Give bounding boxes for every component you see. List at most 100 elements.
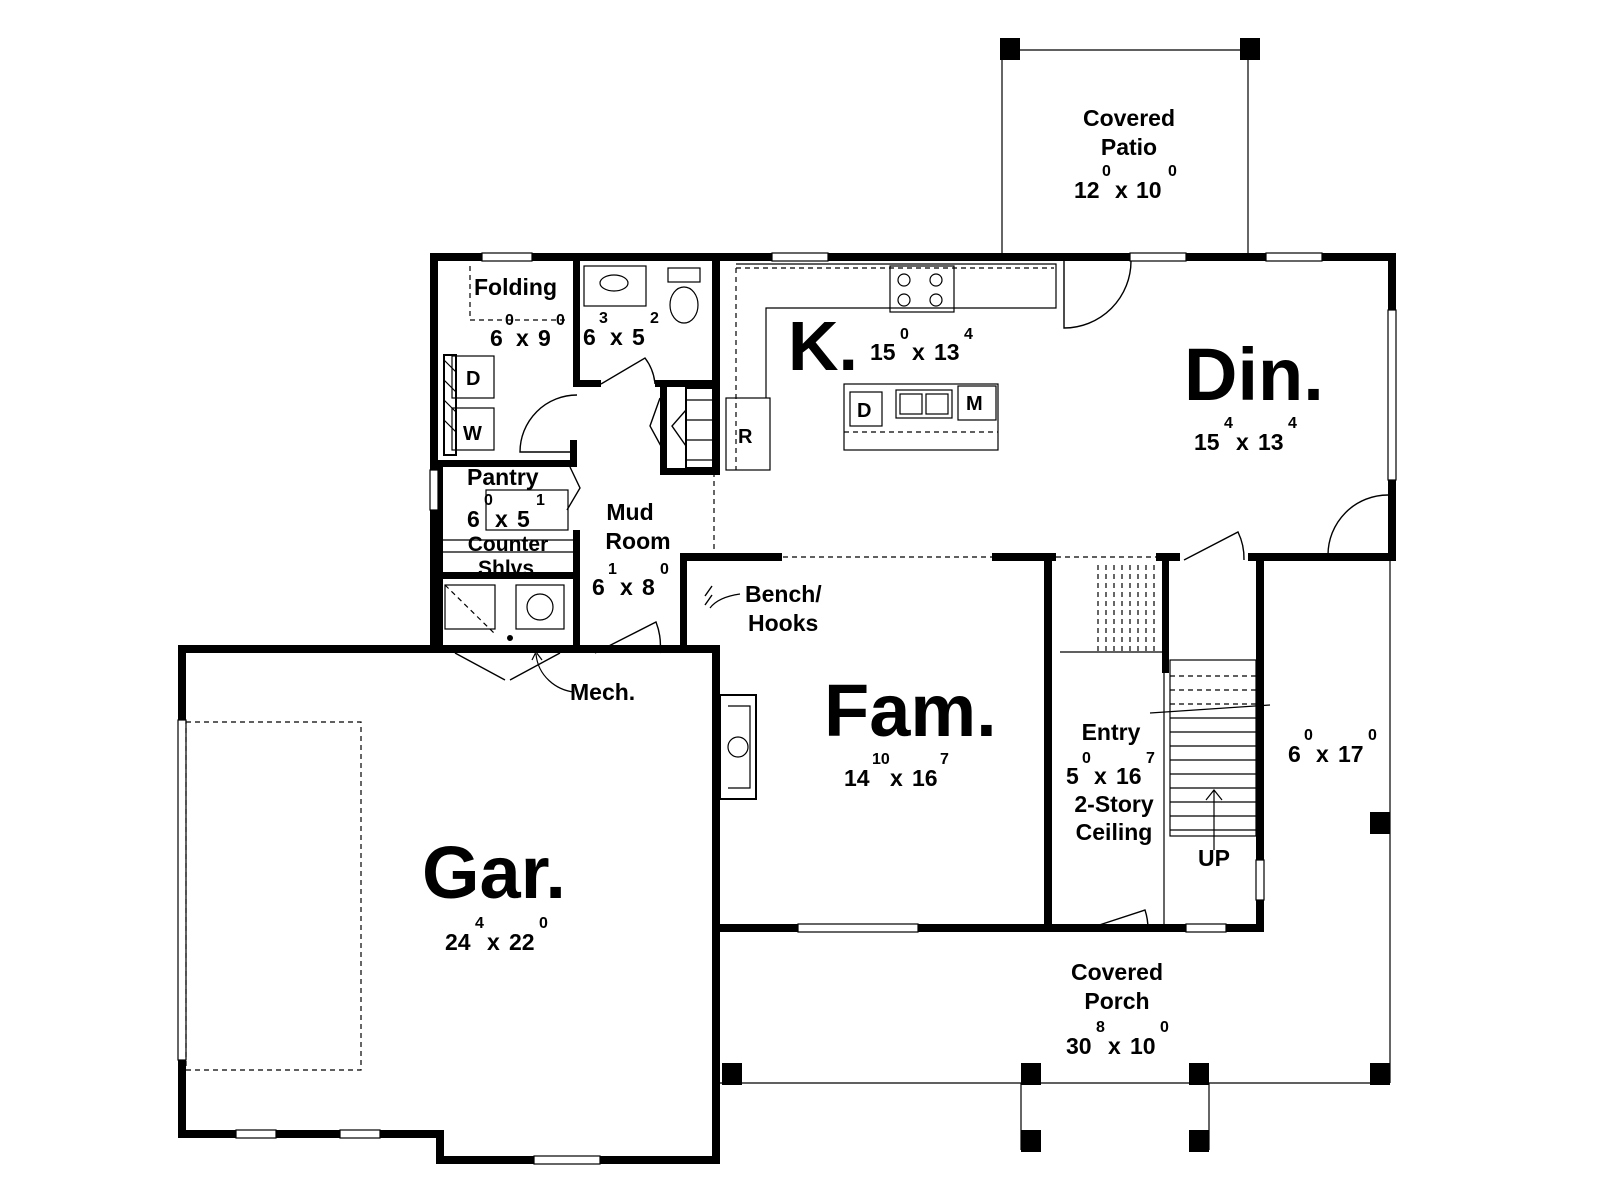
folding-dimension: 0: [556, 312, 565, 329]
dining-dimension: 4: [1224, 415, 1233, 432]
mud-room-dimension: 1: [608, 561, 617, 578]
patio-post: [1000, 38, 1020, 60]
garage-dimension: 4: [475, 915, 484, 932]
dining-dimension: 13: [1258, 429, 1284, 455]
range: [889, 265, 955, 313]
microwave-label: M: [966, 393, 983, 415]
dryer-label: D: [466, 368, 480, 390]
kitchen-fixtures: [725, 263, 1057, 471]
stairs: [1060, 565, 1271, 924]
dishwasher-label: D: [857, 400, 871, 422]
entry-dimension: 7: [1146, 750, 1155, 767]
porch-name: Covered: [1071, 959, 1163, 985]
dishwasher: [849, 391, 883, 427]
bench-hooks-label: Hooks: [748, 610, 818, 636]
pantry-dimension: 1: [536, 492, 545, 509]
mud-room-dimension: x: [620, 574, 633, 600]
mud-room-dimension: 6: [592, 574, 605, 600]
bath-dimension: 2: [650, 310, 659, 327]
patio-dimension: 12: [1074, 177, 1100, 203]
entry-ceiling-note: 2-Story: [1074, 791, 1153, 817]
patio-post: [1240, 38, 1260, 60]
kitchen-dimension: 4: [964, 326, 973, 343]
doors: [454, 260, 1389, 931]
pantry-dimension: 6: [467, 506, 480, 532]
counter-shelves-label: Shlvs: [478, 557, 534, 580]
porch-structure: [720, 561, 1391, 1152]
garage-name: Gar.: [422, 831, 566, 914]
mech-fixtures: [444, 584, 565, 641]
sink: [895, 389, 953, 419]
entry-name: Entry: [1082, 719, 1141, 745]
washer-label: W: [463, 423, 482, 445]
stairs-up-label: UP: [1198, 845, 1230, 871]
bath-dimension: x: [610, 324, 623, 350]
kitchen-dimension: 0: [900, 326, 909, 343]
entry-dimension: x: [1094, 763, 1107, 789]
porch-post: [1189, 1130, 1209, 1152]
mud-room-dimension: 8: [642, 574, 655, 600]
porch-post: [1021, 1063, 1041, 1085]
folding-name: Folding: [474, 274, 557, 300]
mech-label: Mech.: [570, 679, 635, 705]
family-dimension: 16: [912, 765, 938, 791]
porch-post: [1370, 1063, 1390, 1085]
folding-dimension: x: [516, 325, 529, 351]
pantry-name: Pantry: [467, 464, 539, 490]
laundry-fixtures: [443, 266, 715, 553]
family-dimension: 10: [872, 751, 890, 768]
kitchen-island: [843, 383, 999, 451]
dining-dimension: 4: [1288, 415, 1297, 432]
patio-dimension: x: [1115, 177, 1128, 203]
porch-dimension: 0: [1160, 1019, 1169, 1036]
entry-dimension: 5: [1066, 763, 1079, 789]
family-name: Fam.: [824, 669, 997, 752]
garage-dimension: x: [487, 929, 500, 955]
garage-dimension: 22: [509, 929, 535, 955]
porch-post: [722, 1063, 742, 1085]
fireplace: [719, 694, 757, 800]
patio-name: Patio: [1101, 134, 1157, 160]
patio-dimension: 0: [1168, 163, 1177, 180]
side-porch-dimension: 17: [1338, 741, 1364, 767]
porch-post: [1370, 812, 1390, 834]
mud-room-dimension: 0: [660, 561, 669, 578]
side-porch-dimension: 6: [1288, 741, 1301, 767]
porch-dimension: x: [1108, 1033, 1121, 1059]
bath-fixtures: [583, 265, 701, 324]
patio-name: Covered: [1083, 105, 1175, 131]
kitchen-dimension: 13: [934, 339, 960, 365]
mud-room-name: Room: [605, 528, 670, 554]
covered-patio-structure: [1000, 38, 1260, 255]
family-dimension: 7: [940, 751, 949, 768]
refrigerator: [725, 397, 771, 471]
bath-dimension: 6: [583, 324, 596, 350]
porch-dimension: 30: [1066, 1033, 1092, 1059]
leader-lines: [531, 593, 741, 693]
folding-dimension: 9: [538, 325, 551, 351]
folding-dimension: 0: [505, 312, 514, 329]
bath-dimension: 3: [599, 310, 608, 327]
dining-dimension: 15: [1194, 429, 1220, 455]
pantry-dimension: x: [495, 506, 508, 532]
side-porch-dimension: 0: [1368, 727, 1377, 744]
kitchen-dimension: 15: [870, 339, 896, 365]
bench-hooks-label: Bench/: [745, 581, 822, 607]
windows: [177, 252, 1397, 1165]
refrigerator-label: R: [738, 426, 753, 448]
dining-dimension: x: [1236, 429, 1249, 455]
porch-dimension: 10: [1130, 1033, 1156, 1059]
bath-dimension: 5: [632, 324, 645, 350]
counter-shelves-label: Counter: [468, 533, 549, 556]
garage-dimension: 24: [445, 929, 471, 955]
dashed-lines: [185, 267, 1156, 1071]
patio-dimension: 0: [1102, 163, 1111, 180]
entry-ceiling-note: Ceiling: [1076, 819, 1153, 845]
porch-dimension: 8: [1096, 1019, 1105, 1036]
folding-dimension: 6: [490, 325, 503, 351]
microwave: [957, 385, 997, 421]
mud-room-name: Mud: [606, 499, 653, 525]
side-porch-dimension: 0: [1304, 727, 1313, 744]
family-dimension: x: [890, 765, 903, 791]
